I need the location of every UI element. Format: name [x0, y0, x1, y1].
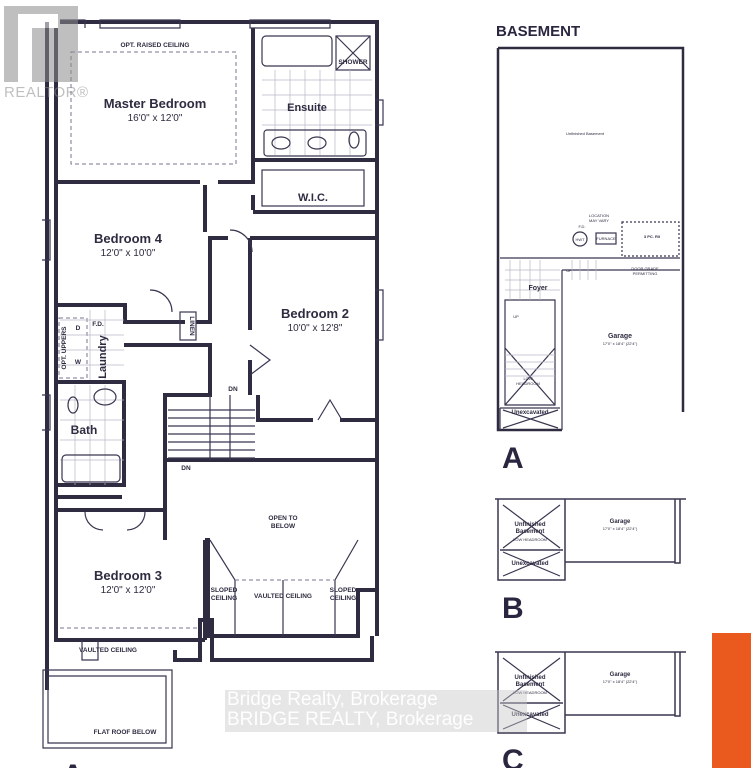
label-low-headroom-a-2: HEADROOM	[516, 381, 540, 386]
label-garage-size-c: 17'0" x 18'4" (22'4")	[603, 679, 638, 684]
stairs	[168, 395, 255, 460]
label-vaulted-ceiling-bed3: VAULTED CEILING	[79, 647, 137, 654]
watermark-line-1: Bridge Realty, Brokerage	[227, 690, 438, 710]
label-location-1: LOCATION	[589, 213, 609, 218]
label-unfinished-basement-a: Unfinished Basement	[566, 131, 605, 136]
realtor-logo: REALTOR®	[0, 4, 88, 104]
label-hwt: HWT	[575, 237, 585, 242]
label-open-to-below-2: BELOW	[271, 523, 296, 530]
label-washer: W	[75, 359, 82, 366]
label-flat-roof: FLAT ROOF BELOW	[94, 729, 158, 736]
label-ensuite: Ensuite	[287, 102, 327, 114]
ensuite-tiles	[60, 70, 372, 485]
label-dn-2: DN	[181, 465, 191, 472]
label-sloped-ceiling-right-1: SLOPED	[330, 587, 357, 594]
label-furnace: FURNACE	[596, 236, 616, 241]
label-opt-raised-ceiling: OPT. RAISED CEILING	[121, 42, 190, 49]
label-master-bedroom: Master Bedroom	[104, 96, 207, 111]
label-garage-size-a: 17'0" x 18'4" (22'4")	[603, 341, 638, 346]
label-laundry: Laundry	[97, 334, 109, 378]
label-door-grade-1: DOOR GRADE	[631, 266, 659, 271]
basement-plan-c: Unfinished Basement LOW HEADROOM Garage …	[495, 651, 686, 768]
label-low-headroom-b: LOW HEADROOM	[513, 537, 547, 542]
label-bedroom-3-size: 12'0" x 12'0"	[101, 585, 156, 596]
elevation-letter-b: B	[502, 592, 524, 625]
label-vaulted-ceiling-center: VAULTED CEILING	[254, 593, 312, 600]
upper-floor-walls	[42, 19, 384, 749]
label-unexcavated-c: Unexcavated	[511, 712, 548, 718]
label-open-to-below-1: OPEN TO	[268, 515, 297, 522]
label-unexcavated-b: Unexcavated	[511, 561, 548, 567]
label-up-2: UP	[513, 314, 519, 319]
orange-accent-bar	[712, 633, 751, 768]
label-foyer: Foyer	[528, 285, 547, 292]
elevation-letter-a-upper: A	[62, 759, 84, 768]
label-bedroom-2-size: 10'0" x 12'8"	[288, 323, 343, 334]
label-master-size: 16'0" x 12'0"	[128, 113, 183, 124]
label-bath: Bath	[71, 423, 98, 437]
label-door-grade-2: PERMITTING	[633, 271, 658, 276]
label-unexcavated-a: Unexcavated	[511, 410, 548, 416]
label-linen: LINEN	[188, 316, 195, 336]
basement-title: BASEMENT	[496, 23, 580, 40]
basement-plan-b: Unfinished Basement LOW HEADROOM Garage …	[495, 498, 686, 625]
label-dn-1: DN	[228, 386, 238, 393]
label-garage-c: Garage	[610, 672, 631, 678]
label-sloped-ceiling-left-1: SLOPED	[211, 587, 238, 594]
label-garage-a: Garage	[608, 333, 632, 340]
upper-floor-labels: OPT. RAISED CEILING Master Bedroom 16'0"…	[61, 42, 368, 768]
label-sloped-ceiling-right-2: CEILING	[330, 595, 356, 602]
realtor-logo-text: REALTOR®	[4, 84, 89, 101]
label-wic: W.I.C.	[298, 192, 328, 204]
label-low-headroom-a-1: LOW	[523, 376, 532, 381]
elevation-letter-c: C	[502, 744, 524, 768]
label-garage-b: Garage	[610, 519, 631, 525]
brokerage-watermark: Bridge Realty, Brokerage BRIDGE REALTY, …	[225, 690, 527, 732]
label-floor-drain: F.D.	[92, 321, 104, 328]
label-bedroom-3: Bedroom 3	[94, 568, 162, 583]
label-fd-a: F.D.	[578, 224, 585, 229]
label-unfinished-b-1: Unfinished	[515, 522, 546, 528]
elevation-letter-a: A	[502, 442, 524, 475]
label-dryer: D	[76, 325, 81, 332]
watermark-line-2: BRIDGE REALTY, Brokerage	[227, 709, 474, 730]
label-rough-in: 3 PC. R/I	[644, 234, 660, 239]
label-bedroom-4-size: 12'0" x 10'0"	[101, 248, 156, 259]
basement-plan-a: Unfinished Basement LOCATION MAY VARY F.…	[496, 46, 685, 475]
label-bedroom-2: Bedroom 2	[281, 306, 349, 321]
label-unfinished-b-2: Basement	[516, 529, 545, 535]
label-low-headroom-c: LOW HEADROOM	[513, 690, 547, 695]
upper-floor-details	[58, 35, 372, 636]
label-bedroom-4: Bedroom 4	[94, 231, 163, 246]
label-sloped-ceiling-left-2: CEILING	[211, 595, 237, 602]
label-shower: SHOWER	[338, 59, 368, 66]
label-unfinished-c-1: Unfinished	[515, 675, 546, 681]
realtor-r-icon	[4, 6, 78, 82]
label-garage-size-b: 17'0" x 18'4" (22'4")	[603, 526, 638, 531]
label-opt-uppers: OPT. UPPERS	[61, 326, 68, 370]
label-up-1: UP	[566, 268, 572, 273]
label-location-2: MAY VARY	[589, 218, 609, 223]
label-unfinished-c-2: Basement	[516, 682, 545, 688]
